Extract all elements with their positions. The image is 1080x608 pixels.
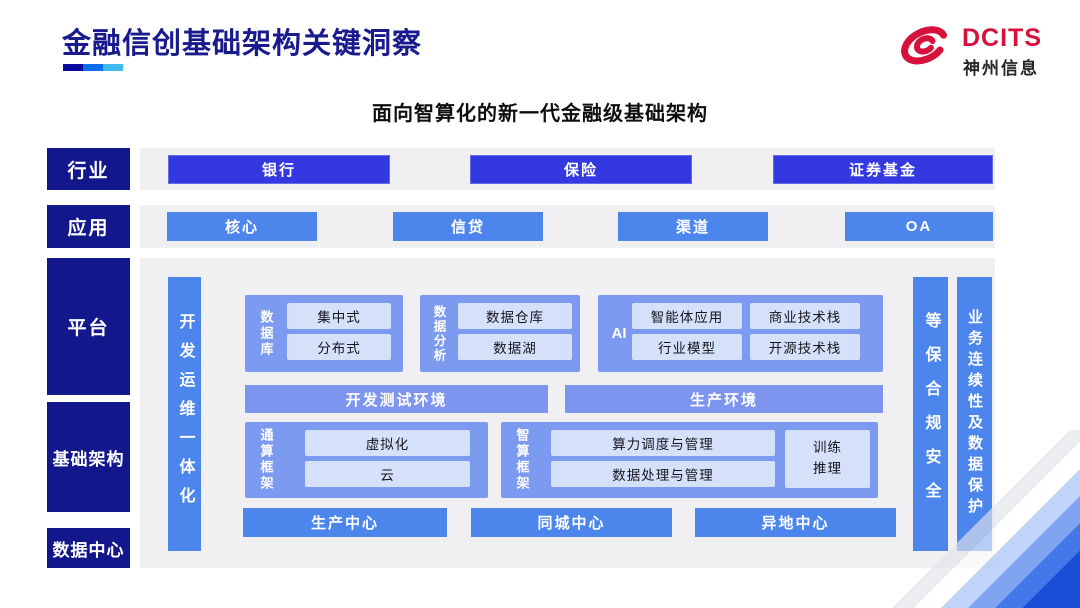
logo-company-text: 神州信息 (963, 59, 1039, 78)
general-compute-group-label: 通算框架 (258, 428, 274, 492)
general-compute-item-virtualization: 虚拟化 (305, 430, 470, 456)
ai-item-agent-apps: 智能体应用 (632, 303, 742, 329)
production-environment-bar: 生产环境 (565, 385, 883, 413)
security-compliance-vertical-bar: 等保合规安全 (913, 277, 948, 551)
devtest-environment-bar: 开发测试环境 (245, 385, 548, 413)
ai-group: AI 智能体应用 商业技术栈 行业模型 开源技术栈 (598, 295, 883, 372)
general-compute-group: 通算框架 虚拟化 云 (245, 422, 488, 498)
industry-item-securities: 证券基金 (773, 155, 993, 184)
row-label-application: 应用 (47, 205, 130, 248)
logo-brand-text: DCITS (962, 24, 1042, 52)
ai-compute-group: 智算框架 算力调度与管理 数据处理与管理 训练 推理 (501, 422, 878, 498)
ai-compute-item-train-infer: 训练 推理 (785, 430, 870, 488)
application-item-oa: OA (845, 212, 993, 241)
page-title: 金融信创基础架构关键洞察 (62, 28, 423, 60)
diagram-title: 面向智算化的新一代金融级基础架构 (372, 103, 708, 125)
analytics-item-warehouse: 数据仓库 (458, 303, 572, 329)
center-samecity: 同城中心 (471, 508, 672, 537)
ai-group-label: AI (611, 325, 627, 342)
database-group-label: 数据库 (258, 309, 274, 358)
application-item-core: 核心 (167, 212, 317, 241)
row-label-infrastructure: 基础架构 (47, 402, 130, 512)
row-label-platform: 平台 (47, 258, 130, 395)
database-item-distributed: 分布式 (287, 334, 391, 360)
analytics-item-lake: 数据湖 (458, 334, 572, 360)
database-group: 数据库 集中式 分布式 (245, 295, 403, 372)
dcits-logo (893, 16, 1053, 80)
platform-panel: 开发运维一体化 数据库 集中式 分布式 数据分析 数据仓库 数据湖 AI 智能体… (140, 258, 995, 568)
application-item-credit: 信贷 (393, 212, 543, 241)
row-label-datacenter: 数据中心 (47, 528, 130, 568)
application-item-channel: 渠道 (618, 212, 768, 241)
ai-compute-group-label: 智算框架 (514, 428, 530, 492)
ai-item-commercial-stack: 商业技术栈 (750, 303, 860, 329)
title-underline (63, 64, 123, 71)
industry-item-insurance: 保险 (470, 155, 692, 184)
ai-compute-item-data-processing: 数据处理与管理 (551, 461, 775, 487)
ai-compute-item-scheduling: 算力调度与管理 (551, 430, 775, 456)
row-label-industry: 行业 (47, 148, 130, 190)
general-compute-item-cloud: 云 (305, 461, 470, 487)
analytics-group: 数据分析 数据仓库 数据湖 (420, 295, 580, 372)
dcits-logo-icon (901, 26, 948, 65)
database-item-centralized: 集中式 (287, 303, 391, 329)
business-continuity-vertical-bar: 业务连续性及数据保护 (957, 277, 992, 551)
ai-item-opensource-stack: 开源技术栈 (750, 334, 860, 360)
center-production: 生产中心 (243, 508, 447, 537)
devops-vertical-bar: 开发运维一体化 (168, 277, 201, 551)
ai-item-industry-models: 行业模型 (632, 334, 742, 360)
center-remote: 异地中心 (695, 508, 896, 537)
analytics-group-label: 数据分析 (431, 304, 446, 363)
industry-item-bank: 银行 (168, 155, 390, 184)
